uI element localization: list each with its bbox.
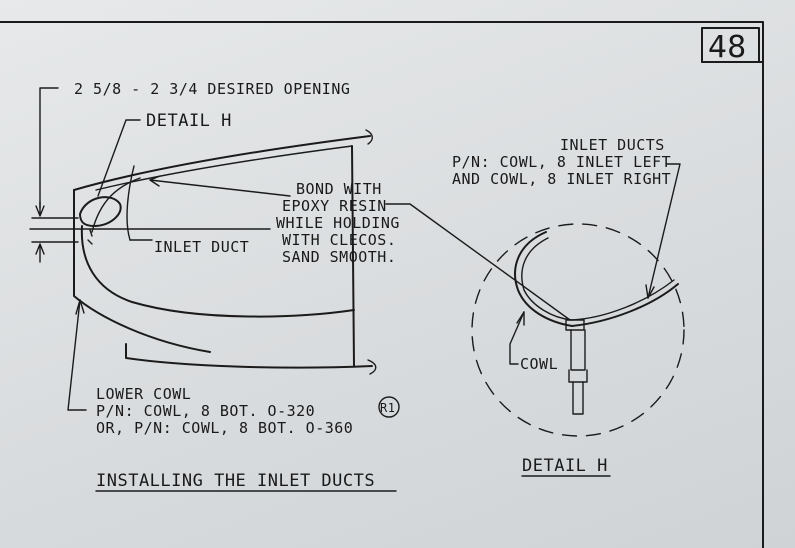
cowl-leader xyxy=(509,311,525,365)
cowl-label: COWL xyxy=(520,355,558,373)
break-mark-top xyxy=(365,129,373,145)
cowl-arrow xyxy=(516,311,525,326)
inlet-ducts-line2: P/N: COWL, 8 INLET LEFT xyxy=(452,153,671,171)
bond-note-line4: WITH CLECOS. xyxy=(282,231,396,249)
bond-leader-right xyxy=(385,203,571,321)
cleco-shaft xyxy=(572,381,584,415)
bond-leader-left xyxy=(149,179,291,197)
cleco-collar xyxy=(568,369,588,383)
title-main: INSTALLING THE INLET DUCTS xyxy=(96,471,375,491)
revision-circle xyxy=(378,396,400,418)
cleco-body xyxy=(570,329,586,371)
sheet-border xyxy=(0,21,764,548)
inlet-lip-hatch xyxy=(87,229,93,245)
cowl-section-cut xyxy=(351,145,355,367)
inlet-duct-label: INLET DUCT xyxy=(154,238,249,256)
dimension-arrow-top xyxy=(35,201,45,217)
cowl-upper-skin xyxy=(73,135,371,191)
dimension-arrow-bottom xyxy=(35,243,45,263)
inlet-ducts-line3: AND COWL, 8 INLET RIGHT xyxy=(452,170,671,188)
cowl-section-view xyxy=(29,129,377,375)
detail-clip xyxy=(565,319,585,331)
lower-cowl-line1: LOWER COWL xyxy=(96,385,191,403)
cowl-inner-skin xyxy=(95,145,353,191)
opening-dimension xyxy=(31,87,79,263)
break-mark-bottom xyxy=(367,359,377,375)
dimension-extension-lines xyxy=(31,217,79,243)
detail-inlet-duct-inner xyxy=(521,237,675,321)
bond-note-line5: SAND SMOOTH. xyxy=(282,248,396,266)
lower-cowl-line2: P/N: COWL, 8 BOT. O-320 xyxy=(96,402,315,420)
bond-note-line2: EPOXY RESIN xyxy=(282,197,387,215)
desired-opening-label: 2 5/8 - 2 3/4 DESIRED OPENING xyxy=(74,80,350,98)
lower-flange xyxy=(125,343,373,369)
cowl-inner-lip xyxy=(80,225,355,318)
inlet-ducts-arrow xyxy=(645,284,655,299)
lower-cowl-leader xyxy=(67,299,87,411)
detail-h-boundary-circle xyxy=(471,223,685,437)
dimension-bracket xyxy=(39,87,59,209)
inlet-lip-detail xyxy=(79,196,122,227)
bond-arrow-left xyxy=(149,175,161,187)
detail-h-view xyxy=(471,163,685,437)
bond-note-line3: WHILE HOLDING xyxy=(276,214,400,232)
title-detail: DETAIL H xyxy=(522,456,608,476)
detail-inlet-duct-outer xyxy=(514,231,679,327)
inlet-duct-leader-curve xyxy=(126,165,135,241)
detail-h-leader xyxy=(97,119,141,197)
inlet-ducts-leader xyxy=(647,163,681,299)
revision-mark: R1 xyxy=(380,401,395,415)
inlet-ducts-line1: INLET DUCTS xyxy=(560,136,665,154)
bond-note-line1: BOND WITH xyxy=(296,180,382,198)
page-number: 48 xyxy=(708,30,746,65)
lower-cowl-arrow xyxy=(75,299,85,315)
lower-cowl-line3: OR, P/N: COWL, 8 BOT. O-360 xyxy=(96,419,353,437)
detail-h-callout: DETAIL H xyxy=(146,111,232,131)
cowl-front-face xyxy=(73,189,211,353)
inlet-duct-arc xyxy=(91,177,141,233)
